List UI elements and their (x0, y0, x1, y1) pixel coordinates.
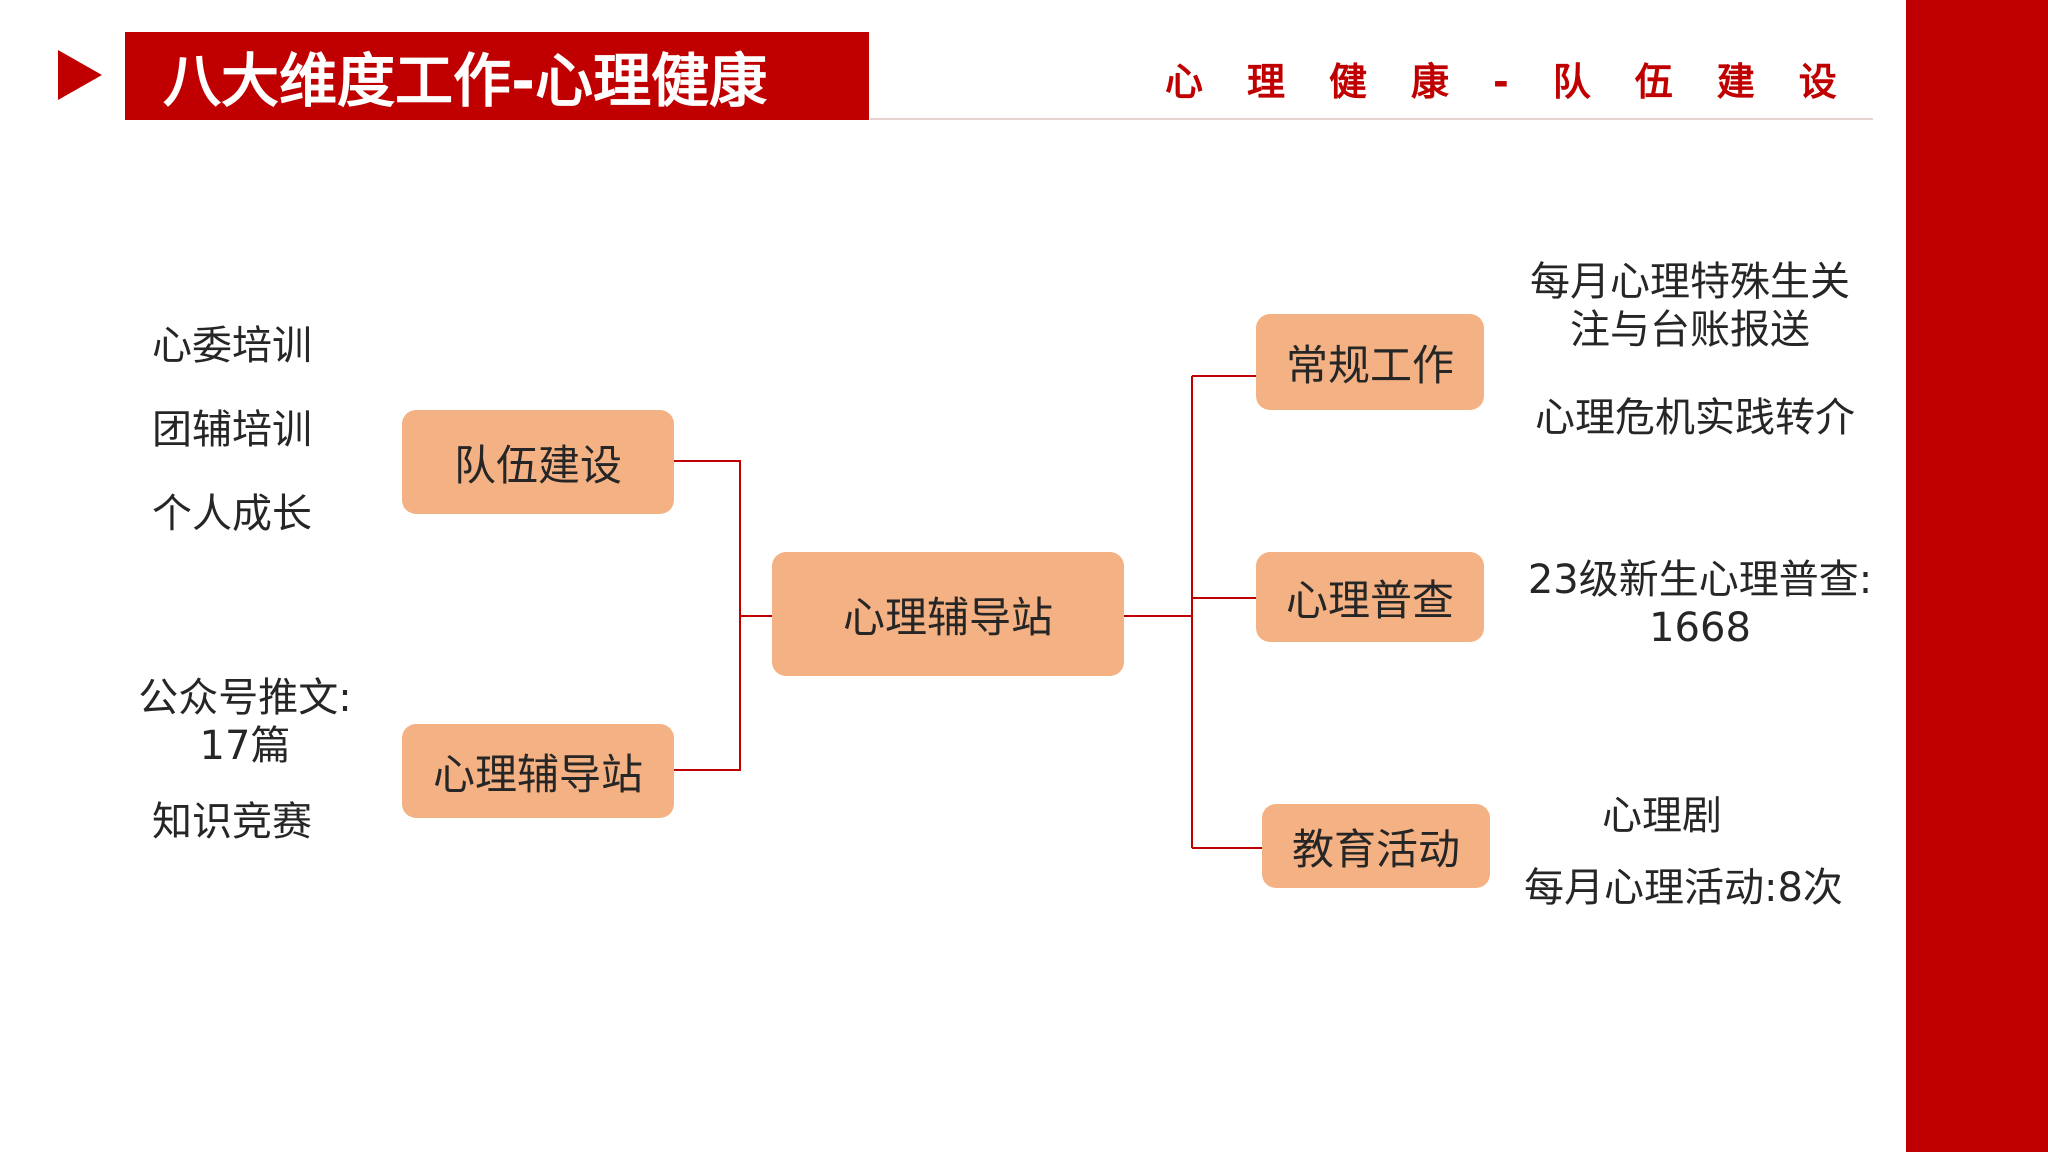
node-education-activities: 教育活动 (1262, 804, 1490, 888)
label-survey-line2: 1668 (1649, 605, 1751, 651)
node-team-building: 队伍建设 (402, 410, 674, 514)
label-survey-line1: 23级新生心理普查: (1527, 557, 1873, 603)
label-committee-training: 心委培训 (152, 323, 312, 369)
label-survey: 23级新生心理普查: 1668 (1505, 556, 1895, 652)
label-articles-line1: 公众号推文: (138, 675, 352, 721)
label-knowledge-quiz: 知识竞赛 (152, 799, 312, 845)
node-counseling-station: 心理辅导站 (402, 724, 674, 818)
node-routine-work: 常规工作 (1256, 314, 1484, 410)
play-triangle-icon (58, 50, 102, 100)
label-personal-growth: 个人成长 (152, 491, 312, 537)
right-accent-bar (1906, 0, 2048, 1152)
label-monthly-activities: 每月心理活动:8次 (1524, 865, 1843, 911)
page-title: 八大维度工作-心理健康 (163, 47, 768, 115)
label-routine-line2: 注与台账报送 (1570, 307, 1810, 353)
label-group-training: 团辅培训 (152, 407, 312, 453)
connector-team (674, 460, 741, 771)
label-routine-line1: 每月心理特殊生关 (1530, 259, 1850, 305)
label-crisis-referral: 心理危机实践转介 (1535, 395, 1855, 441)
label-articles-line2: 17篇 (199, 723, 291, 769)
node-psych-survey: 心理普查 (1256, 552, 1484, 642)
label-routine-report: 每月心理特殊生关 注与台账报送 (1500, 258, 1880, 354)
header-divider (870, 118, 1873, 120)
label-articles: 公众号推文: 17篇 (110, 674, 380, 770)
page-subtitle: 心理健康-队伍建设 (1165, 60, 1881, 104)
label-psych-drama: 心理剧 (1602, 793, 1722, 839)
title-banner: 八大维度工作-心理健康 (125, 32, 869, 120)
center-node: 心理辅导站 (772, 552, 1124, 676)
